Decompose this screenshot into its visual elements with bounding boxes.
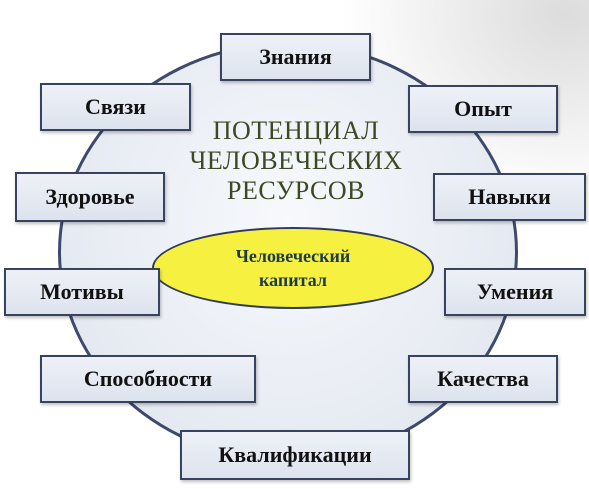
box-zdorovye: Здоровье bbox=[15, 172, 165, 222]
box-znaniya: Знания bbox=[220, 33, 371, 81]
title-line-3: РЕСУРСОВ bbox=[227, 176, 365, 205]
title-line-2: ЧЕЛОВЕЧЕСКИХ bbox=[189, 146, 403, 175]
title-line-1: ПОТЕНЦИАЛ bbox=[212, 116, 380, 145]
center-line-1: Человеческий bbox=[235, 246, 351, 266]
box-navyki: Навыки bbox=[433, 173, 586, 221]
diagram-title: ПОТЕНЦИАЛ ЧЕЛОВЕЧЕСКИХ РЕСУРСОВ bbox=[178, 116, 414, 206]
box-motivy: Мотивы bbox=[4, 268, 160, 316]
box-kachestva: Качества bbox=[408, 355, 558, 403]
box-sposobnosti: Способности bbox=[40, 355, 256, 403]
center-line-2: капитал bbox=[259, 270, 327, 290]
box-opyt: Опыт bbox=[408, 85, 558, 133]
center-ellipse: Человеческий капитал bbox=[152, 227, 434, 309]
box-umeniya: Умения bbox=[444, 268, 586, 316]
box-svyazi: Связи bbox=[40, 83, 191, 131]
box-kvalifikatsii: Квалификации bbox=[180, 430, 410, 480]
